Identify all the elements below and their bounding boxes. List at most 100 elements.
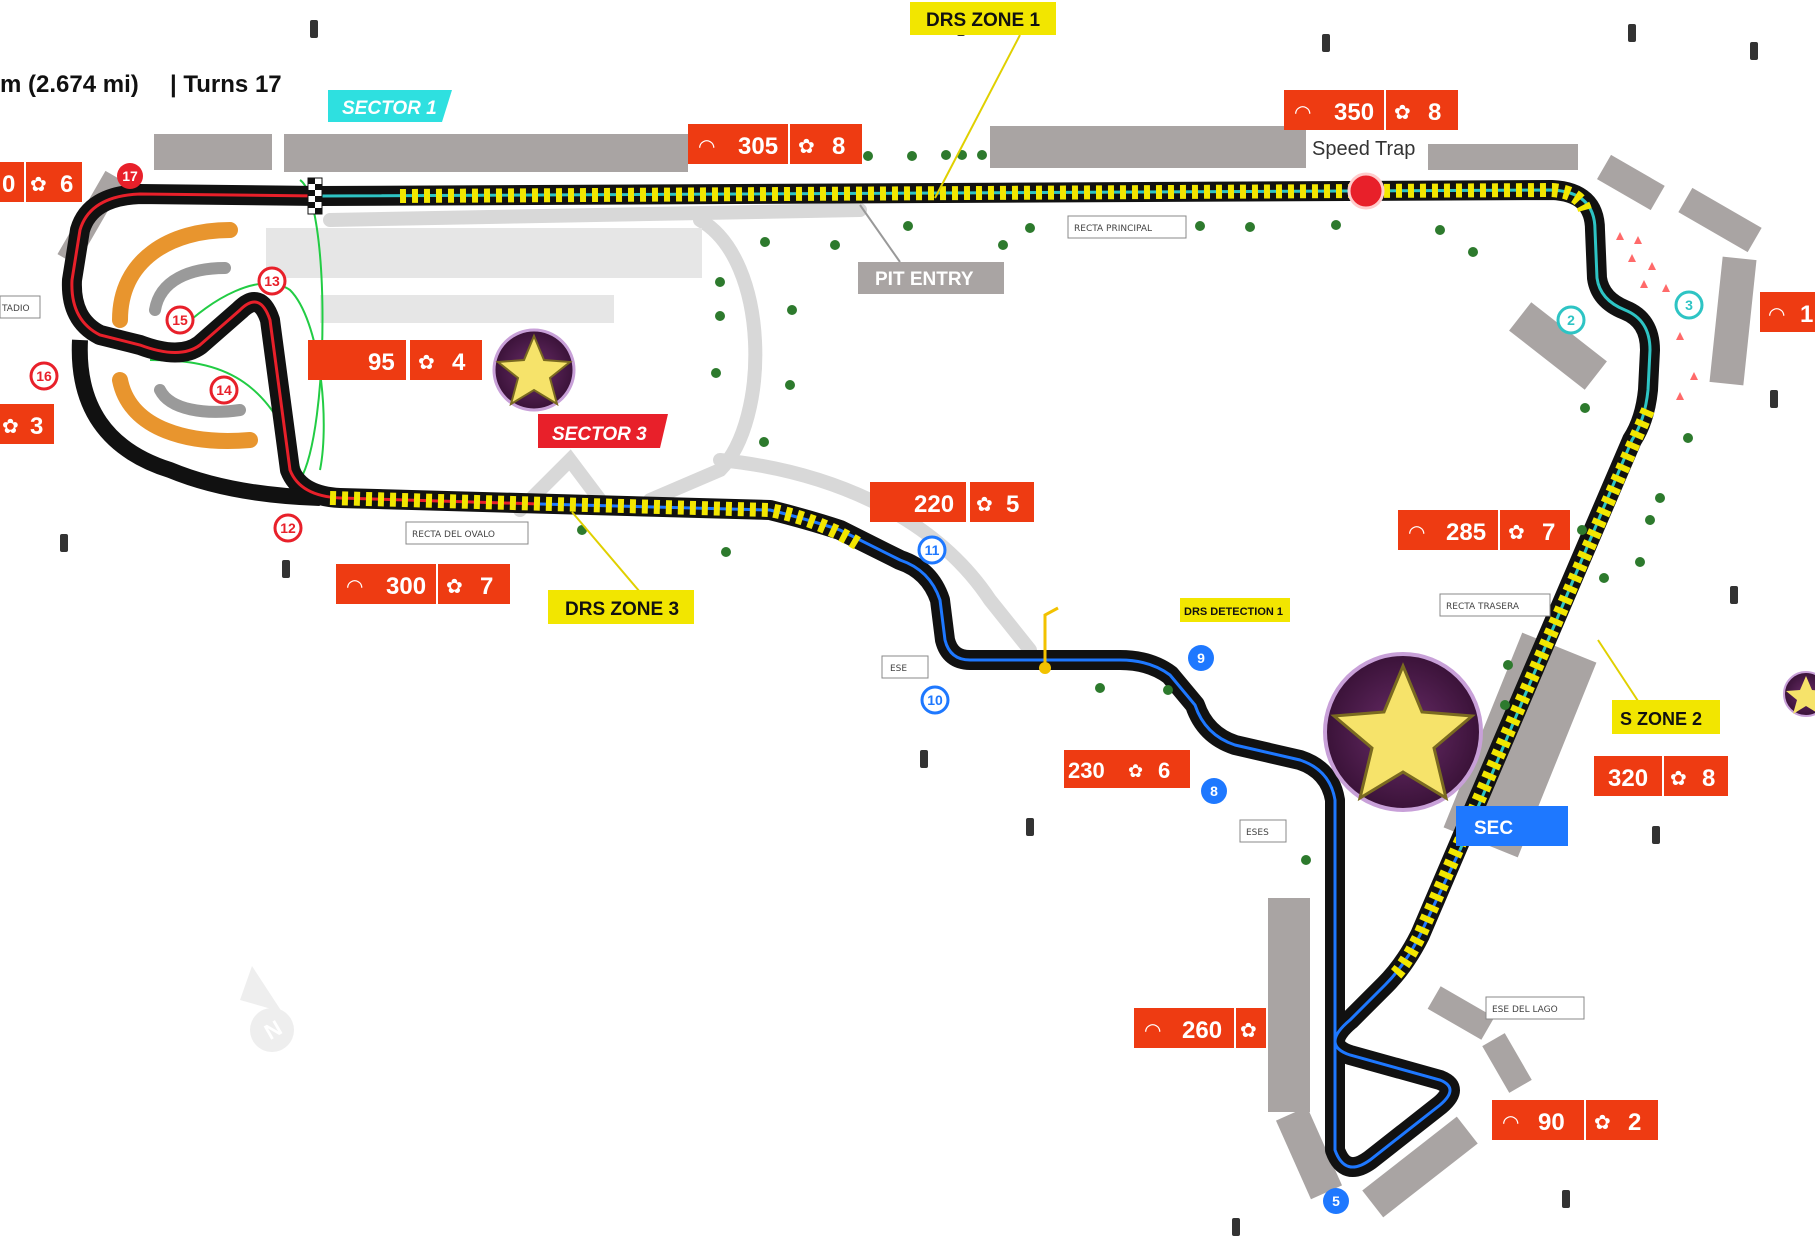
drs-zone-1-overlay [399,182,1592,213]
svg-text:2: 2 [1628,1109,1641,1136]
svg-text:DRS ZONE 3: DRS ZONE 3 [565,599,679,620]
speed-gear-boxes: ◠ 305 ✿ 8 ◠ 350 ✿ 8 95 ✿ 4 220 ✿ 5 ◠ 285 [0,90,1815,1140]
turn-2: 2 [1556,305,1586,335]
svg-text:305: 305 [738,133,778,160]
gear-icon: ✿ [1508,522,1525,544]
speed-box-2: ◠ 350 ✿ 8 [1284,90,1458,130]
speedometer-icon: ◠ [1408,522,1425,544]
turn-17: 17 [117,163,143,189]
svg-text:13: 13 [264,273,280,289]
svg-text:15: 15 [172,312,188,328]
svg-text:300: 300 [386,573,426,600]
star-emblem-small [492,328,576,412]
drs-zone-3-label: DRS ZONE 3 [548,511,694,624]
svg-text:95: 95 [368,349,395,376]
speedometer-icon: ◠ [1144,1020,1161,1042]
svg-text:260: 260 [1182,1017,1222,1044]
svg-text:SECTOR 1: SECTOR 1 [342,98,437,119]
turn-markers: 2 3 5 8 9 10 11 12 13 14 15 16 17 [29,163,1704,1214]
svg-text:9: 9 [1197,650,1205,666]
gear-icon: ✿ [1594,1112,1611,1134]
svg-text:1: 1 [1800,301,1813,328]
speed-box-4: 220 ✿ 5 [870,482,1034,522]
speed-trap-label: Speed Trap [1312,138,1415,160]
svg-text:SEC: SEC [1474,818,1513,839]
speedometer-icon: ◠ [1294,102,1311,124]
place-estadio: TADIO [1,304,30,314]
gear-icon: ✿ [1240,1020,1257,1042]
svg-text:10: 10 [927,692,943,708]
svg-text:5: 5 [1332,1193,1340,1209]
svg-text:7: 7 [1542,519,1555,546]
speed-box-1: ◠ 305 ✿ 8 [688,124,862,164]
turn-12: 12 [273,513,303,543]
speed-box-11: 0 ✿ 6 [0,162,82,202]
speed-box-5: ◠ 285 ✿ 7 [1398,510,1570,550]
svg-text:3: 3 [30,413,43,440]
speedometer-icon: ◠ [1768,304,1785,326]
turn-8: 8 [1201,778,1227,804]
speed-box-10: ◠ 90 ✿ 2 [1492,1100,1658,1140]
turn-15: 15 [165,305,195,335]
svg-text:3: 3 [1685,297,1693,313]
start-finish-line [307,177,323,215]
gear-icon: ✿ [1128,761,1143,781]
svg-text:DRS ZONE 1: DRS ZONE 1 [926,10,1040,31]
north-arrow-icon: N [240,966,294,1052]
sector-1-flag: SECTOR 1 [328,90,452,122]
stadium-stands [112,222,258,449]
speed-box-12: ✿ 3 [0,404,54,444]
drs-zone-2-label: S ZONE 2 [1597,639,1720,734]
speed-box-6: ◠ 300 ✿ 7 [336,564,510,604]
svg-text:320: 320 [1608,765,1648,792]
drs-zone-1-label: DRS ZONE 1 [910,2,1056,199]
speed-box-7: 320 ✿ 8 [1594,756,1728,796]
svg-text:230: 230 [1068,758,1105,783]
turn-3: 3 [1674,290,1704,320]
star-emblem-edge [1783,671,1815,717]
svg-text:8: 8 [1428,99,1441,126]
pit-entry-label: PIT ENTRY [858,204,1004,294]
svg-text:285: 285 [1446,519,1486,546]
svg-text:2: 2 [1567,312,1575,328]
speed-trap-icon [1347,172,1385,210]
svg-text:0: 0 [2,171,15,198]
svg-text:90: 90 [1538,1109,1565,1136]
sector-2-flag: SEC [1456,806,1568,846]
speedometer-icon: ◠ [346,576,363,598]
light-grey-areas [266,228,702,323]
cones [1616,232,1698,400]
gear-icon: ✿ [446,576,463,598]
star-emblem-large [1323,652,1483,812]
turn-14: 14 [209,375,239,405]
place-recta-ovalo: RECTA DEL OVALO [412,530,495,540]
speed-box-13: ◠ 1 [1760,292,1815,332]
svg-text:8: 8 [832,133,845,160]
drs-zones [329,182,1655,980]
turn-count-text: | Turns 17 [170,71,282,98]
turn-11: 11 [917,535,947,565]
svg-text:4: 4 [452,349,466,376]
gear-icon: ✿ [418,352,435,374]
drs-detection-1-label: DRS DETECTION 1 [1180,598,1290,622]
drs-detection-marker [1039,606,1059,674]
speed-box-8: 230 ✿ 6 [1064,750,1190,788]
stadium-loop [71,339,321,506]
gear-icon: ✿ [976,494,993,516]
place-ese-lago: ESE DEL LAGO [1492,1005,1558,1015]
svg-text:11: 11 [925,542,940,558]
svg-text:17: 17 [122,168,138,184]
svg-text:6: 6 [60,171,73,198]
drs-zone-2-overlay [1389,407,1655,980]
speed-box-3: 95 ✿ 4 [308,340,482,380]
turn-16: 16 [29,361,59,391]
turn-9: 9 [1188,645,1214,671]
gear-icon: ✿ [2,416,19,438]
svg-text:PIT ENTRY: PIT ENTRY [875,269,974,290]
svg-text:8: 8 [1210,783,1218,799]
gear-icon: ✿ [798,136,815,158]
gear-icon: ✿ [1670,768,1687,790]
svg-text:5: 5 [1006,491,1019,518]
turn-10: 10 [920,685,950,715]
